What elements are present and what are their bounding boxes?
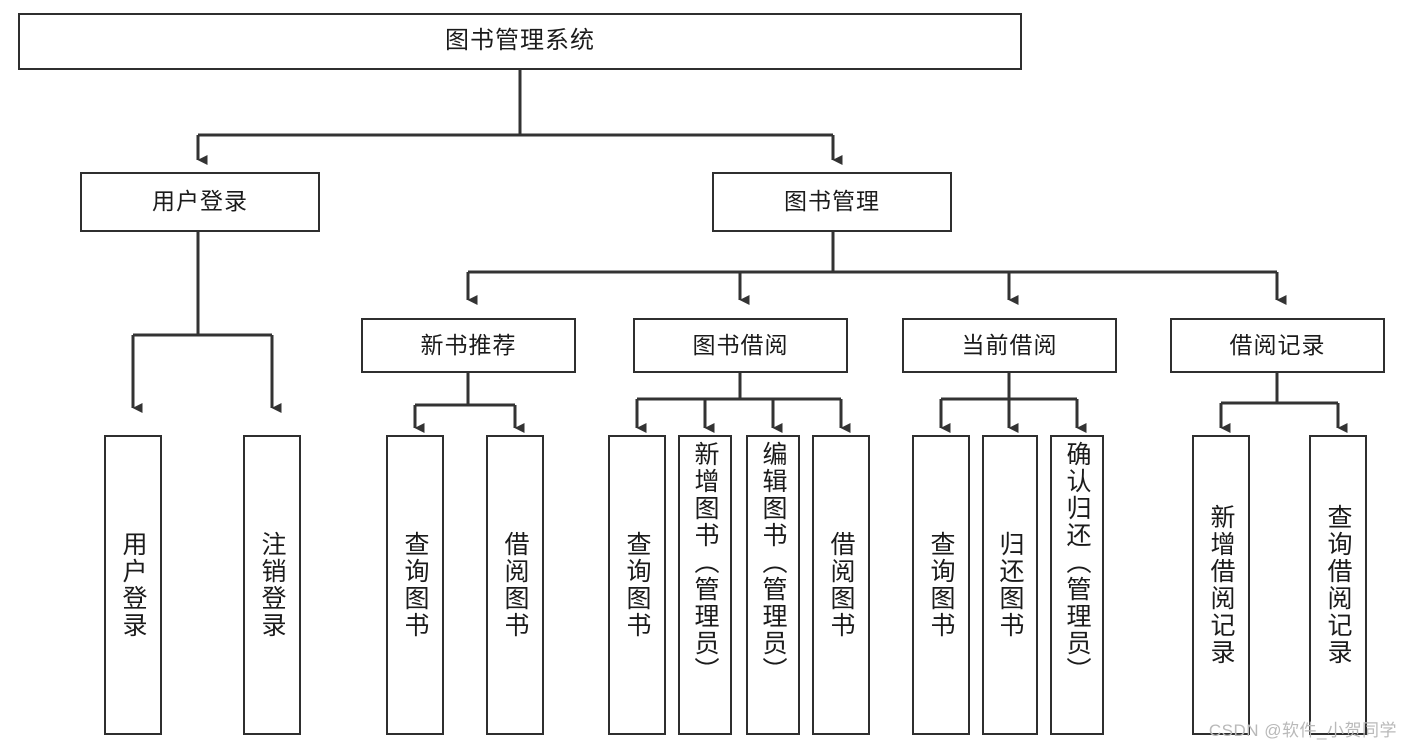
node-leaf-edit-book-label: 编辑图书（管理员） [759,441,787,684]
node-new-book-rec-label: 新书推荐 [420,331,517,358]
watermark-text: CSDN @软件_小贺同学 [1208,721,1397,740]
node-leaf-query-book-1-label: 查询图书 [401,531,429,639]
node-root-label: 图书管理系统 [445,27,595,55]
node-user-login-label: 用户登录 [152,188,248,215]
node-leaf-add-record[interactable]: 新增借阅记录 [1192,435,1250,735]
node-current-borrow-label: 当前借阅 [961,331,1058,358]
node-new-book-rec[interactable]: 新书推荐 [361,318,576,373]
node-leaf-add-book-label: 新增图书（管理员） [691,441,719,684]
node-leaf-logout[interactable]: 注销登录 [243,435,301,735]
node-leaf-query-record[interactable]: 查询借阅记录 [1309,435,1367,735]
node-leaf-add-record-label: 新增借阅记录 [1207,504,1235,666]
node-leaf-return-book[interactable]: 归还图书 [982,435,1038,735]
node-borrow-record[interactable]: 借阅记录 [1170,318,1385,373]
node-leaf-query-book-1[interactable]: 查询图书 [386,435,444,735]
node-borrow-record-label: 借阅记录 [1229,331,1326,358]
node-leaf-logout-label: 注销登录 [258,531,286,639]
node-leaf-add-book[interactable]: 新增图书（管理员） [678,435,732,735]
node-leaf-query-book-3[interactable]: 查询图书 [912,435,970,735]
node-leaf-confirm-return-label: 确认归还（管理员） [1063,441,1091,684]
node-current-borrow[interactable]: 当前借阅 [902,318,1117,373]
node-leaf-borrow-book-1-label: 借阅图书 [501,531,529,639]
node-leaf-borrow-book-2[interactable]: 借阅图书 [812,435,870,735]
node-leaf-query-book-2[interactable]: 查询图书 [608,435,666,735]
node-user-login[interactable]: 用户登录 [80,172,320,232]
node-leaf-confirm-return[interactable]: 确认归还（管理员） [1050,435,1104,735]
node-leaf-query-book-3-label: 查询图书 [927,531,955,639]
node-leaf-edit-book[interactable]: 编辑图书（管理员） [746,435,800,735]
node-leaf-query-record-label: 查询借阅记录 [1324,504,1352,666]
node-leaf-return-book-label: 归还图书 [996,531,1024,639]
node-book-borrow[interactable]: 图书借阅 [633,318,848,373]
node-book-manage-label: 图书管理 [784,188,880,215]
node-book-manage[interactable]: 图书管理 [712,172,952,232]
node-leaf-borrow-book-1[interactable]: 借阅图书 [486,435,544,735]
node-leaf-borrow-book-2-label: 借阅图书 [827,531,855,639]
node-leaf-query-book-2-label: 查询图书 [623,531,651,639]
node-root[interactable]: 图书管理系统 [18,13,1022,70]
node-leaf-user-login[interactable]: 用户登录 [104,435,162,735]
node-leaf-user-login-label: 用户登录 [119,531,147,639]
node-book-borrow-label: 图书借阅 [692,331,789,358]
